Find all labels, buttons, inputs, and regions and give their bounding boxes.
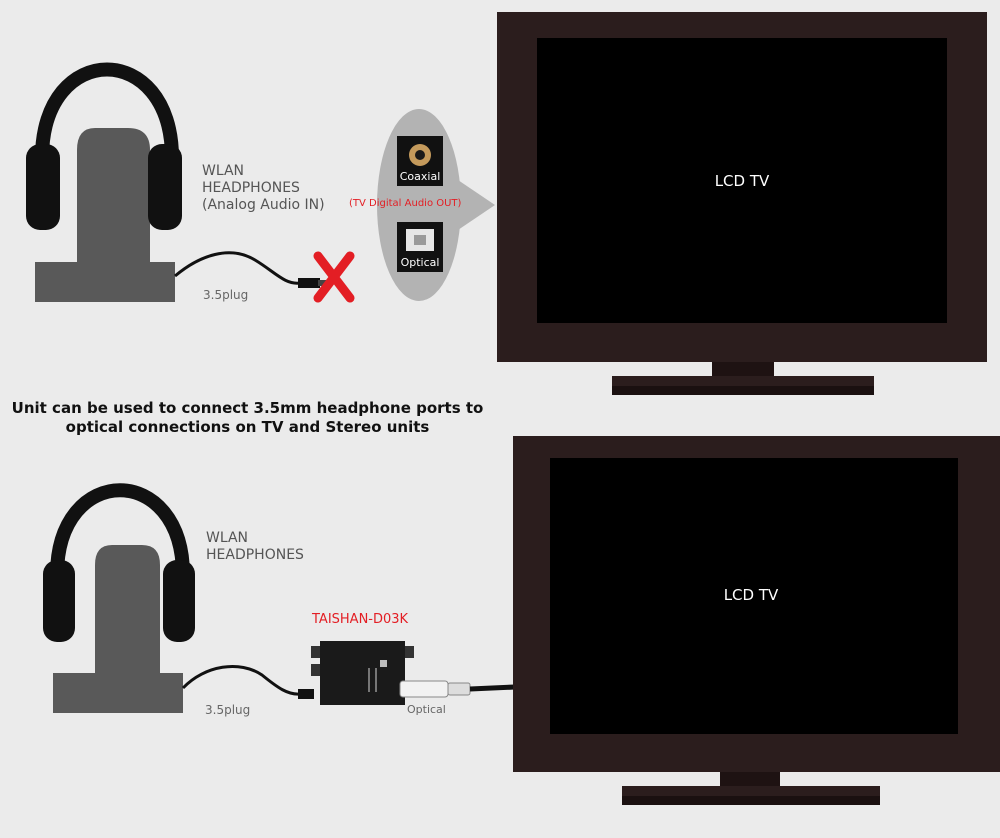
headphones-icon-top	[26, 62, 182, 230]
optical-cable-label: Optical	[407, 703, 446, 716]
coaxial-label: Coaxial	[399, 170, 441, 183]
caption-line2: optical connections on TV and Stereo uni…	[65, 418, 430, 436]
not-compatible-x-icon	[313, 251, 355, 303]
plug-label-bottom: 3.5plug	[205, 703, 251, 717]
converter-device	[311, 641, 414, 705]
headphones-label-top: WLAN HEADPHONES (Analog Audio IN)	[202, 163, 325, 214]
tv-digital-audio-out-label: (TV Digital Audio OUT)	[349, 198, 462, 209]
headphones-line1-top: WLAN	[202, 163, 245, 179]
headphones-line1-bottom: WLAN	[206, 530, 249, 546]
headphones-line2-top: HEADPHONES	[202, 180, 300, 196]
headphones-icon-bottom	[43, 483, 195, 642]
cable-bottom	[181, 664, 314, 699]
optical-cable	[399, 680, 516, 698]
headphones-stand-top	[35, 128, 175, 302]
tv-label-top: LCD TV	[714, 172, 770, 190]
headphones-line2-bottom: HEADPHONES	[206, 547, 304, 563]
tv-top	[497, 12, 987, 395]
device-model-label: TAISHAN-D03K	[312, 612, 409, 627]
plug-label-top: 3.5plug	[203, 288, 249, 302]
caption-line1: Unit can be used to connect 3.5mm headph…	[11, 399, 484, 417]
headphones-stand-bottom	[53, 545, 183, 713]
headphones-label-bottom: WLAN HEADPHONES	[206, 530, 304, 564]
optical-port-icon	[397, 222, 443, 272]
cable-top	[174, 251, 326, 288]
analog-audio-in-label: (Analog Audio IN)	[202, 197, 325, 213]
tv-label-bottom: LCD TV	[723, 586, 779, 604]
optical-port-label: Optical	[400, 256, 440, 269]
coaxial-port-icon	[397, 136, 443, 186]
caption: Unit can be used to connect 3.5mm headph…	[0, 399, 495, 437]
tv-bottom	[513, 436, 1000, 805]
